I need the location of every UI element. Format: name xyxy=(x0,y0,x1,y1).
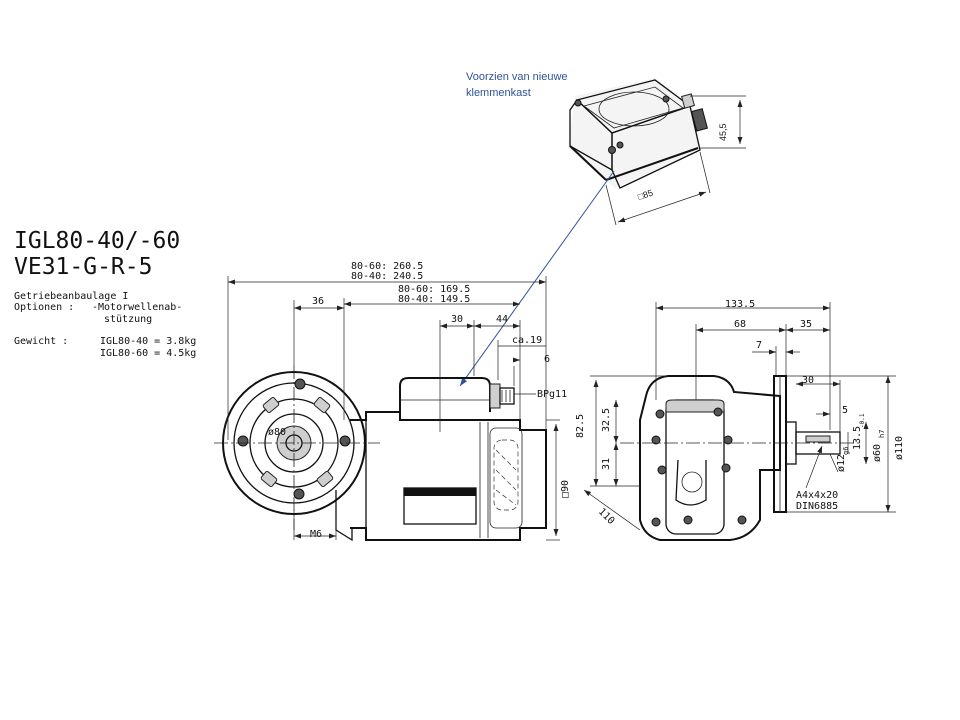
dim-square-90: □90 xyxy=(560,480,571,498)
dim-35: 35 xyxy=(800,319,812,330)
spec-weight-2: IGL80-60 = 4.5kg xyxy=(100,348,196,359)
dim-phi12: ø12 xyxy=(836,454,847,472)
side-view xyxy=(620,375,860,541)
dim-110-diagonal: 110 xyxy=(596,506,617,527)
terminal-box-photo xyxy=(568,78,708,189)
front-view-dimensions xyxy=(227,276,560,541)
side-view-dimensions xyxy=(583,302,896,531)
dim-m6: M6 xyxy=(310,529,322,540)
dim-phi12-tolerance: g6 xyxy=(842,447,850,455)
dim-phi110: ø110 xyxy=(894,436,905,460)
dim-length-80-60: 80-60: 260.5 xyxy=(351,261,423,272)
model-title-line-2: VE31-G-R-5 xyxy=(14,254,152,280)
dim-133-5: 133.5 xyxy=(725,299,755,310)
spec-mount: Getriebeanbaulage I xyxy=(14,291,128,302)
box-height-label: 45,5 xyxy=(718,123,728,141)
key-standard: DIN6885 xyxy=(796,501,838,512)
dim-ca19: ca.19 xyxy=(512,335,542,346)
model-title-line-1: IGL80-40/-60 xyxy=(14,228,180,254)
dim-13-5-tolerance: -0.1 xyxy=(859,413,866,428)
dim-31: 31 xyxy=(601,458,612,470)
front-view xyxy=(214,365,547,542)
box-square-label: □85 xyxy=(637,188,655,202)
dim-32-5: 32.5 xyxy=(601,408,612,432)
spec-weight-1: IGL80-40 = 3.8kg xyxy=(100,336,196,347)
dim-body-80-60: 80-60: 169.5 xyxy=(398,284,470,295)
dim-5: 5 xyxy=(842,405,848,416)
dim-phi60-tolerance: h7 xyxy=(878,430,886,438)
dim-30-front: 30 xyxy=(451,314,463,325)
note-line-1: Voorzien van nieuwe xyxy=(466,71,568,83)
key-spec: A4x4x20 xyxy=(796,490,838,501)
dim-13-5: 13.5 xyxy=(852,426,863,450)
terminal-box-dimensions xyxy=(605,95,746,226)
dim-44: 44 xyxy=(496,314,508,325)
spec-options-value-2: stützung xyxy=(104,314,152,325)
dim-6: 6 xyxy=(544,354,550,365)
dim-82-5: 82.5 xyxy=(575,414,586,438)
dim-30-side: 30 xyxy=(802,375,814,386)
spec-weight-label: Gewicht : xyxy=(14,336,68,347)
dim-length-80-40: 80-40: 240.5 xyxy=(351,271,423,282)
dim-body-80-40: 80-40: 149.5 xyxy=(398,294,470,305)
dim-36: 36 xyxy=(312,296,324,307)
note-pointer-arrow xyxy=(459,170,615,387)
spec-options-label: Optionen : xyxy=(14,302,74,313)
cable-gland-label: BPg11 xyxy=(537,389,567,400)
note-line-2: klemmenkast xyxy=(466,87,531,99)
dim-phi80: ø80 xyxy=(268,427,286,438)
dim-68: 68 xyxy=(734,319,746,330)
spec-options-value-1: -Motorwellenab- xyxy=(92,302,182,313)
dim-7: 7 xyxy=(756,340,762,351)
dim-phi60: ø60 xyxy=(872,444,883,462)
